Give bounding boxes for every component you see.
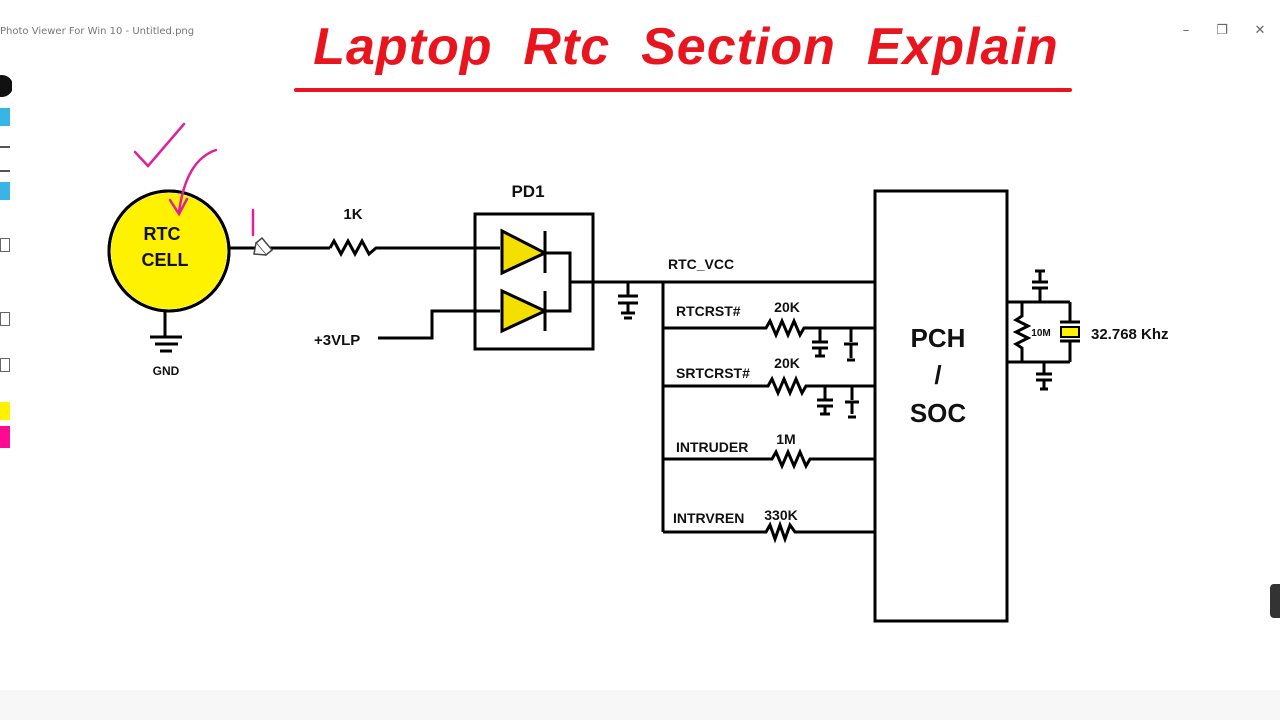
color-swatch-yellow[interactable] [0,402,10,420]
rtc-cell-label-line2: CELL [142,250,189,270]
pd1-cathode-join [545,251,572,313]
pch-soc-chip [873,189,1009,623]
rtc-cell-fill [111,193,227,309]
annotation-strokes [133,122,255,237]
vlp-wire [378,309,475,340]
rtc-cell-label-line1: RTC [144,224,181,244]
intruder-resistor-label: 1M [776,431,795,447]
copy-icon[interactable] [0,312,10,326]
headline-title: Laptop Rtc Section Explain [313,18,1059,76]
bottom-status-bar [0,690,1280,720]
crystal-top-cap-symbol [1032,269,1048,302]
gnd-label: GND [153,364,180,378]
pen-cursor-icon [253,236,274,257]
crystal-symbol [1060,302,1080,362]
srtcrst-label: SRTCRST# [676,365,750,381]
chip-label-line2: / [934,360,941,390]
eye-icon[interactable] [0,108,10,126]
annotation-arrow [177,148,218,214]
resistor-1k-symbol [328,237,474,258]
intrvren-label: INTRVREN [673,510,744,526]
color-swatch-magenta[interactable] [0,426,10,448]
annotation-checkmark [133,122,186,168]
toolbar-logo-icon [0,75,12,97]
crystal-frequency-label: 32.768 Khz [1091,326,1169,343]
crystal-bottom-cap-symbol [1036,362,1052,391]
rtcrst-wire [663,317,875,339]
page-icon[interactable] [0,358,10,372]
minimize-button[interactable]: – [1182,23,1190,38]
srtcrst-resistor-label: 20K [774,355,800,371]
rtcrst-caps-symbol [812,328,858,362]
rtc-vcc-label: RTC_VCC [668,256,734,272]
crystal-10m-resistor [1012,302,1032,362]
intrvren-wire [663,520,875,544]
headline-underline [294,88,1072,92]
rtc-vcc-cap-symbol [618,282,638,320]
rtcrst-resistor-label: 20K [774,299,800,315]
side-panel-tab[interactable] [1270,584,1280,618]
pd1-label: PD1 [511,182,544,201]
chip-label-line3: SOC [910,398,967,428]
crystal-body [1060,326,1080,338]
intruder-wire [663,448,875,470]
crystal-resistor-label: 10M [1031,328,1050,339]
annotation-toolbar [0,72,12,450]
intruder-label: INTRUDER [676,439,748,455]
srtcrst-caps-symbol [817,386,859,419]
chip-label-line1: PCH [911,323,966,353]
highlighter-icon[interactable] [0,182,10,200]
diode-upper-icon [500,228,549,276]
window-title: Photo Viewer For Win 10 - Untitled.png [0,26,195,37]
window-titlebar: Photo Viewer For Win 10 - Untitled.png –… [0,0,1280,42]
pen-icon[interactable] [0,132,10,148]
intrvren-resistor-label: 330K [764,507,797,523]
rtcrst-label: RTCRST# [676,303,741,319]
gnd-symbol [150,311,182,353]
resistor-1k-label: 1K [343,206,362,223]
close-button[interactable]: ✕ [1254,23,1266,38]
maximize-button[interactable]: ❐ [1216,23,1228,38]
srtcrst-wire [663,375,875,397]
shape-icon[interactable] [0,238,10,252]
rtc-cell-outline [107,189,231,313]
eraser-icon[interactable] [0,156,10,172]
diode-lower-icon [500,288,549,334]
vlp-label: +3VLP [314,332,360,349]
annotation-arrowhead [168,197,189,217]
